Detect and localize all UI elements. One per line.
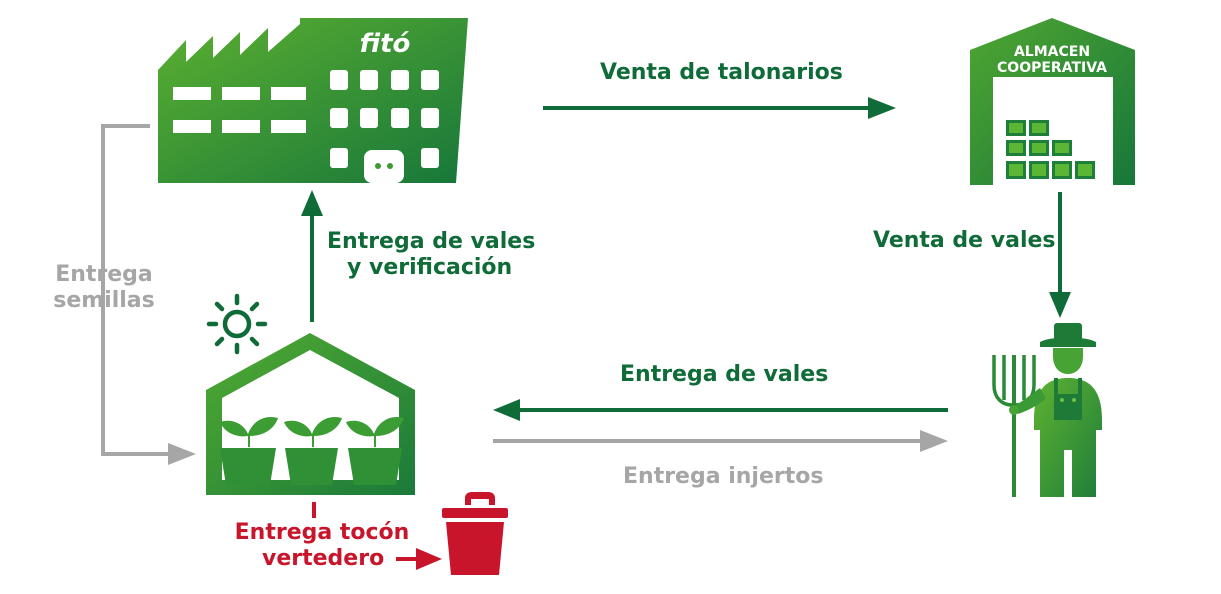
label-entrega-verificacion-line1: Entrega de vales: [327, 229, 536, 254]
label-entrega-semillas-line1: Entrega: [55, 262, 153, 287]
greenhouse-icon: [206, 333, 415, 495]
arrow-entrega-injertos: [493, 430, 948, 452]
label-entrega-tocon-line2: vertedero: [262, 546, 385, 571]
label-entrega-verificacion-line2: y verificación: [347, 255, 513, 280]
label-entrega-vales: Entrega de vales: [620, 362, 829, 387]
arrow-venta-talonarios: [543, 97, 896, 119]
warehouse-label-line1: ALMACEN: [1014, 44, 1090, 60]
label-entrega-tocon: Entrega tocón vertedero: [232, 520, 412, 572]
farmer-icon: [992, 323, 1102, 497]
warehouse-label-line2: COOPERATIVA: [997, 60, 1107, 76]
label-entrega-injertos: Entrega injertos: [623, 464, 824, 489]
sun-icon: [206, 293, 268, 355]
arrow-entrega-semillas: [101, 124, 196, 465]
warehouse-icon: [970, 18, 1135, 185]
factory-icon: [158, 18, 468, 183]
arrow-entrega-tocon: [312, 502, 442, 570]
arrow-entrega-vales: [493, 399, 948, 421]
factory-logo: fitó: [360, 29, 411, 59]
label-venta-vales: Venta de vales: [873, 228, 1056, 253]
label-entrega-verificacion: Entrega de vales y verificación: [327, 229, 535, 281]
label-entrega-tocon-line1: Entrega tocón: [234, 520, 410, 545]
trash-bin-icon: [442, 492, 508, 575]
arrow-venta-vales: [1049, 192, 1071, 318]
arrow-entrega-verificacion: [301, 190, 323, 322]
label-entrega-semillas-line2: semillas: [53, 288, 155, 313]
label-entrega-semillas: Entrega semillas: [48, 262, 160, 314]
label-venta-talonarios: Venta de talonarios: [600, 60, 843, 85]
